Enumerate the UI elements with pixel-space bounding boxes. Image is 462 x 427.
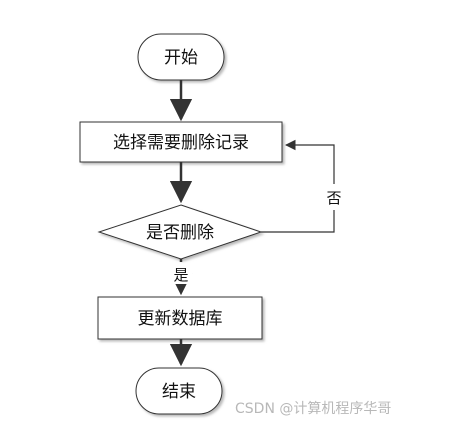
decision-node: 是否删除 (97, 204, 263, 260)
yes-label: 是 (173, 266, 188, 284)
update-db-node: 更新数据库 (97, 296, 263, 340)
start-label: 开始 (164, 48, 198, 68)
select-record-label: 选择需要删除记录 (113, 133, 249, 153)
no-label-bg (322, 184, 346, 210)
start-node: 开始 (137, 33, 225, 81)
watermark-text: CSDN @计算机程序华哥 (235, 401, 391, 417)
select-record-node: 选择需要删除记录 (79, 121, 283, 163)
update-db-label: 更新数据库 (138, 309, 223, 329)
no-label: 否 (326, 189, 341, 207)
end-label: 结束 (162, 382, 196, 402)
decision-label: 是否删除 (146, 223, 214, 243)
end-node: 结束 (135, 367, 223, 415)
yes-label-bg (170, 264, 192, 284)
